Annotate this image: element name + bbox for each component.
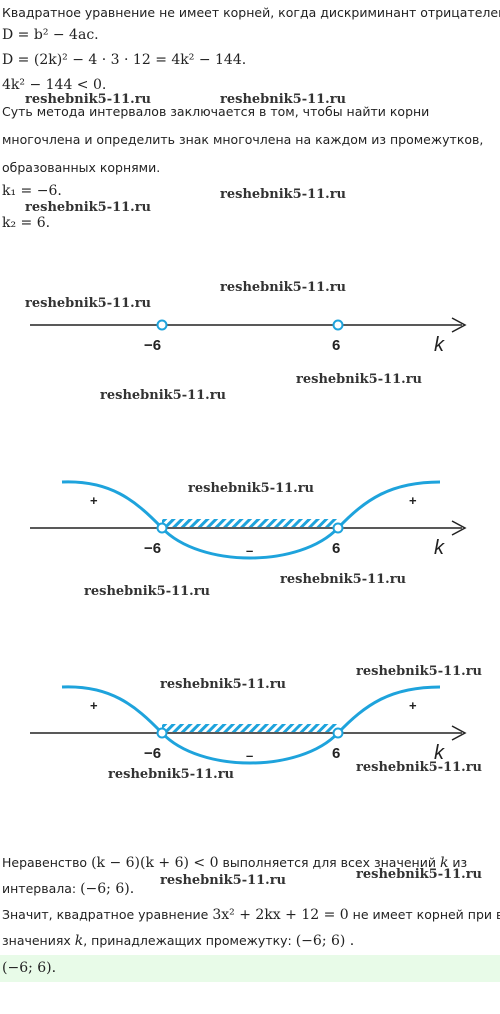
interval-hatch	[162, 724, 338, 732]
conclusion-line-2: интервала: (−6; 6).	[2, 881, 134, 897]
answer-box	[0, 955, 500, 982]
sign-plus-left: +	[90, 698, 98, 713]
watermark: reshebnik5-11.ru	[220, 187, 347, 202]
intro-text: Квадратное уравнение не имеет корней, ко…	[2, 5, 500, 20]
axis-variable-label: k	[434, 334, 445, 356]
answer-text: (−6; 6).	[2, 960, 57, 976]
root-point-left	[156, 727, 168, 739]
watermark: reshebnik5-11.ru	[160, 873, 287, 888]
root-2: k₂ = 6.	[2, 215, 51, 231]
conclusion-line-3: Значит, квадратное уравнение 3x² + 2kx +…	[2, 907, 500, 923]
axis-arrow	[451, 317, 467, 333]
watermark: reshebnik5-11.ru	[356, 664, 483, 679]
watermark: reshebnik5-11.ru	[100, 388, 227, 403]
conclusion-text: интервала:	[2, 881, 81, 896]
inequality-formula: 4k² − 144 < 0.	[2, 77, 107, 93]
conclusion-text: , принадлежащих промежутку:	[83, 933, 296, 948]
watermark: reshebnik5-11.ru	[188, 481, 315, 496]
interval-hatch	[162, 519, 338, 527]
tick-label-right: 6	[332, 337, 340, 354]
sign-diagram-1: + + – −6 6 k	[30, 480, 467, 560]
root-1: k₁ = −6.	[2, 183, 62, 199]
tick-label-left: −6	[144, 540, 161, 557]
parabola-curve	[61, 480, 441, 560]
axis-arrow	[451, 520, 467, 536]
sign-diagram-2: + + – −6 6 k	[30, 685, 467, 765]
watermark: reshebnik5-11.ru	[108, 767, 235, 782]
tick-label-right: 6	[332, 540, 340, 557]
sign-plus-right: +	[409, 493, 417, 508]
watermark: reshebnik5-11.ru	[84, 584, 211, 599]
conclusion-interval: (−6; 6).	[80, 881, 135, 897]
watermark: reshebnik5-11.ru	[296, 372, 423, 387]
watermark: reshebnik5-11.ru	[25, 296, 152, 311]
watermark: reshebnik5-11.ru	[25, 92, 152, 107]
watermark: reshebnik5-11.ru	[160, 677, 287, 692]
sign-plus-left: +	[90, 493, 98, 508]
root-point-right	[332, 522, 344, 534]
conclusion-interval: (−6; 6) .	[295, 933, 355, 949]
tick-label-left: −6	[144, 745, 161, 762]
sign-minus: –	[246, 543, 253, 558]
conclusion-text: значениях	[2, 933, 75, 948]
conclusion-equation: 3x² + 2kx + 12 = 0	[212, 907, 349, 923]
axis-variable-label: k	[434, 537, 445, 559]
axis-arrow	[451, 725, 467, 741]
sign-plus-right: +	[409, 698, 417, 713]
watermark: reshebnik5-11.ru	[280, 572, 407, 587]
watermark: reshebnik5-11.ru	[220, 280, 347, 295]
watermark: reshebnik5-11.ru	[220, 92, 347, 107]
conclusion-text: не имеет корней при всех	[352, 907, 500, 922]
axis-variable-label: k	[434, 742, 445, 764]
root-point-right	[332, 319, 344, 331]
conclusion-inequality: (k − 6)(k + 6) < 0	[91, 855, 219, 871]
conclusion-line-4: значениях k, принадлежащих промежутку: (…	[2, 933, 354, 949]
conclusion-text: выполняется для всех значений	[218, 855, 440, 870]
conclusion-text: из	[448, 855, 468, 870]
conclusion-variable: k	[439, 855, 449, 871]
watermark: reshebnik5-11.ru	[356, 760, 483, 775]
conclusion-line-1: Неравенство (k − 6)(k + 6) < 0 выполняет…	[2, 855, 467, 871]
root-point-left	[156, 319, 168, 331]
sign-minus: –	[246, 748, 253, 763]
method-description: Суть метода интервалов заключается в том…	[2, 104, 484, 175]
watermark: reshebnik5-11.ru	[356, 867, 483, 882]
parabola-curve	[61, 685, 441, 765]
tick-label-left: −6	[144, 337, 161, 354]
root-point-left	[156, 522, 168, 534]
watermark: reshebnik5-11.ru	[25, 200, 152, 215]
conclusion-variable: k	[74, 933, 84, 949]
number-line-roots: −6 6 k	[30, 317, 467, 356]
conclusion-text: Значит, квадратное уравнение	[2, 907, 213, 922]
formula-discriminant-value: D = (2k)² − 4 · 3 · 12 = 4k² − 144.	[2, 52, 247, 68]
formula-discriminant: D = b² − 4ac.	[2, 27, 99, 43]
tick-label-right: 6	[332, 745, 340, 762]
root-point-right	[332, 727, 344, 739]
conclusion-text: Неравенство	[2, 855, 92, 870]
